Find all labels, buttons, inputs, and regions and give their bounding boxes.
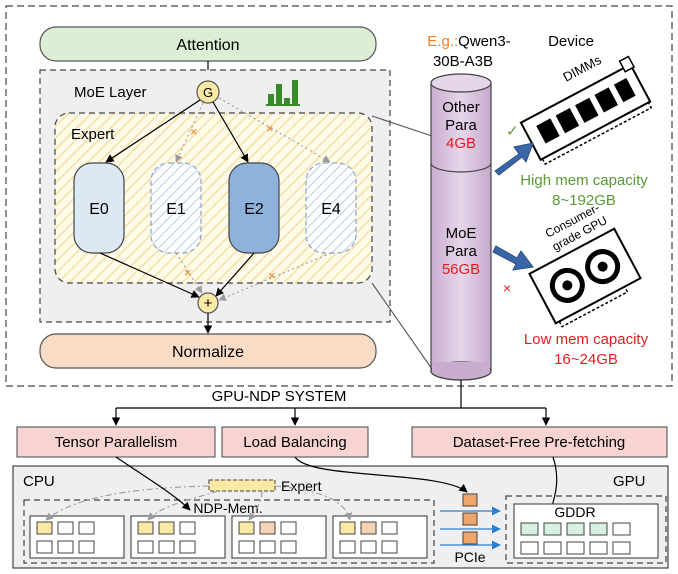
technique-tensor-parallelism [16,426,216,458]
gate-label: G [203,85,213,100]
e0-to-sum-arrow [99,252,200,298]
pcie-block-2 [462,512,478,526]
gddr-label: GDDR [554,504,595,520]
expert-legend-label: Expert [281,478,322,494]
ndp-dimm-1 [29,515,125,559]
ndp-dimm-2 [130,515,226,559]
technique-prefetching-label: Dataset-Free Pre-fetching [453,434,626,451]
expert-e4-label: E4 [321,201,341,218]
e2-to-sum-arrow [215,252,255,297]
high-cap-line2: 8~192GB [552,192,616,209]
sum-symbol: + [204,295,213,312]
e4-to-sum-dotted [218,252,332,301]
other-para-line2: Para [445,117,477,134]
gpu-icon [528,227,642,328]
expert-e0 [73,162,125,254]
connector-top [371,115,433,137]
cross-mark-e4-out: × [268,268,276,283]
pcie-block-1 [462,493,478,507]
expert-group-label: Expert [71,126,115,143]
example-prefix: E.g.: [427,33,458,50]
dimm-icon [519,55,653,166]
normalize-block [39,333,377,369]
expert-legend-swatch [208,479,276,492]
gddr-cells [520,522,631,555]
gate-to-e1-dotted [175,102,204,163]
ndp-mem-box [23,499,435,564]
pcie-block-3 [462,531,478,545]
gate-to-e0-arrow [105,99,201,163]
gpu-cross-mark: × [503,280,511,296]
tp-to-ndp-curve [115,456,191,511]
expert-e1-label: E1 [166,201,186,218]
low-cap-line2: 16~24GB [554,351,618,368]
technique-load-balancing [221,426,369,458]
pcie-label: PCIe [454,549,485,565]
cpu-label: CPU [23,473,55,490]
moe-para-line1: MoE [446,225,477,242]
technique-tensor-parallelism-label: Tensor Parallelism [55,434,178,451]
bar-chart-icon [266,80,300,106]
other-para-size: 4GB [446,135,476,152]
other-para-line1: Other [442,99,480,116]
technique-prefetching [411,426,668,458]
gate-node [196,80,220,104]
lb-to-pcie-curve [294,456,468,493]
moe-para-line2: Para [445,243,477,260]
ndp-dimm-4 [332,515,428,559]
moe-para-size: 56GB [442,261,480,278]
top-outer-box [5,5,673,387]
parameter-cylinder [430,73,492,381]
low-cap-line1: Low mem capacity [524,331,649,348]
dimm-arrow [494,142,534,176]
ndp-mem-label: NDP-Mem. [193,500,262,516]
gate-to-e2-arrow [212,101,249,163]
check-mark: ✓ [506,123,519,140]
ndp-dimm-3 [231,515,327,559]
example-model-line2: 30B-A3B [433,53,493,70]
cross-mark-e1-out: × [184,265,192,280]
connector-bottom [371,282,435,373]
expert-group-box [54,112,373,284]
gpu-arrow [492,245,534,271]
high-cap-line1: High mem capacity [520,172,648,189]
example-line1: E.g.:Qwen3- [427,33,510,50]
gate-to-e4-dotted [218,97,331,163]
example-model-line1: Qwen3- [458,33,511,50]
legend-to-dimm2-arrow [147,490,219,521]
technique-load-balancing-label: Load Balancing [243,434,346,451]
normalize-label: Normalize [172,344,244,361]
cross-mark-e4-in: × [266,121,274,136]
legend-to-dimm1-arrow [45,485,210,521]
dimms-label: DIMMs [560,52,604,85]
gpu-box-label: GPU [613,473,646,490]
expert-e0-label: E0 [89,201,109,218]
legend-to-dimm3-arrow [248,490,263,521]
moe-layer-label: MoE Layer [74,84,147,101]
expert-e2-label: E2 [244,201,264,218]
gpu-dashed-box [505,495,667,564]
attention-label: Attention [176,37,239,54]
device-label: Device [548,33,594,50]
cross-mark-e1-in: × [190,124,198,139]
system-label: GPU-NDP SYSTEM [212,388,347,405]
